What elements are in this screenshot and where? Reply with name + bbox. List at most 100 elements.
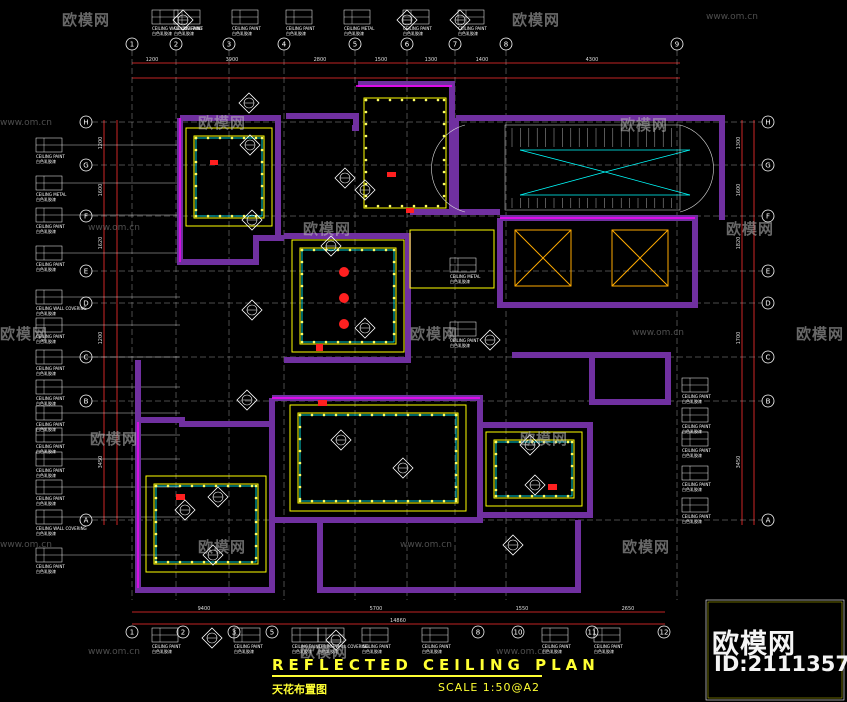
- ceiling-tag-note: 白色乳胶漆: [344, 30, 364, 36]
- grid-bubble-right: C: [761, 350, 775, 364]
- dimension-top: 1400: [476, 57, 489, 63]
- grid-bubble-top: 8: [499, 37, 513, 51]
- grid-label: G: [83, 162, 88, 170]
- section-marker-icon: [174, 499, 196, 521]
- grid-label: 2: [181, 629, 185, 637]
- section-marker-icon: [201, 627, 223, 649]
- ceiling-tag-label: CEILING PAINT: [682, 514, 711, 519]
- ceiling-tag-note: 白色乳胶漆: [232, 30, 252, 36]
- ceiling-tag-note: 白色乳胶漆: [174, 30, 194, 36]
- ceiling-tag-note: 白色乳胶漆: [234, 648, 254, 654]
- grid-bubble-left: G: [79, 158, 93, 172]
- grid-bubble-bottom: 1: [125, 625, 139, 639]
- grid-bubble-left: B: [79, 394, 93, 408]
- light-fixtures: [154, 98, 574, 564]
- section-marker-icon: [236, 389, 258, 411]
- grid-label: A: [766, 517, 771, 525]
- ceiling-tag-label: CEILING PAINT: [36, 334, 65, 339]
- ceiling-tag-label: CEILING WALL COVERING: [318, 644, 369, 649]
- grid-label: 6: [405, 41, 410, 49]
- grid-label: 3: [227, 41, 231, 49]
- watermark-url: www.om.cn: [400, 540, 452, 550]
- ceiling-tag-note: 白色乳胶漆: [36, 426, 56, 432]
- dimension-top: 1300: [425, 57, 438, 63]
- ceiling-tag-note: 白色乳胶漆: [36, 196, 56, 202]
- ceiling-tag-label: CEILING PAINT: [422, 644, 451, 649]
- ceiling-tag-label: CEILING PAINT: [458, 26, 487, 31]
- watermark-brand: 欧模网: [300, 643, 349, 661]
- ceiling-tag-note: 白色乳胶漆: [682, 428, 702, 434]
- section-marker-icon: [241, 209, 263, 231]
- grid-label: C: [766, 354, 771, 362]
- grid-bubble-bottom: 12: [657, 625, 671, 639]
- watermark-brand: 欧模网: [90, 430, 139, 448]
- section-marker-icon: [519, 434, 541, 456]
- dimension-top: 1200: [146, 57, 159, 63]
- ceiling-tag-label: CEILING WALL COVERING: [36, 306, 87, 311]
- ceiling-tag-note: 白色乳胶漆: [36, 568, 56, 574]
- ceiling-tag-note: 白色乳胶漆: [682, 518, 702, 524]
- grid-label: 5: [270, 629, 274, 637]
- section-marker-icon: [320, 235, 342, 257]
- grid-bubble-top: 2: [169, 37, 183, 51]
- plan-title: REFLECTED CEILING PLAN: [272, 656, 600, 674]
- section-marker-icon: [172, 9, 194, 31]
- watermark-url: www.om.cn: [706, 12, 758, 22]
- dimension-left: 1600: [98, 184, 104, 197]
- watermark-brand: 欧模网: [303, 220, 352, 238]
- dimension-right: 1300: [736, 137, 742, 150]
- wall-accents: [137, 85, 695, 588]
- ceiling-tag-note: 白色乳胶漆: [36, 158, 56, 164]
- elevators: [514, 229, 669, 287]
- ceiling-tag-note: 白色乳胶漆: [152, 30, 172, 36]
- grid-label: 9: [675, 41, 679, 49]
- dimension-top: 4300: [586, 57, 599, 63]
- section-marker-icon: [396, 9, 418, 31]
- ceiling-tag-label: CEILING PAINT: [36, 262, 65, 267]
- grid-label: E: [766, 268, 770, 276]
- dimension-right: 1700: [736, 332, 742, 345]
- ceiling-tag-note: 白色乳胶漆: [682, 452, 702, 458]
- ceiling-tag-label: CEILING PAINT: [36, 422, 65, 427]
- ceiling-tag-note: 白色乳胶漆: [36, 448, 56, 454]
- grid-label: D: [765, 300, 770, 308]
- watermark-brand: 欧模网: [410, 325, 459, 343]
- section-marker-icon: [334, 167, 356, 189]
- ceiling-tag-label: CEILING PAINT: [450, 338, 479, 343]
- ceiling-tag-label: CEILING PAINT: [594, 644, 623, 649]
- title-block: [705, 599, 845, 701]
- grid-label: 8: [504, 41, 508, 49]
- ceiling-tag-note: 白色乳胶漆: [682, 486, 702, 492]
- stair-arcs: [431, 124, 714, 213]
- ceiling-tag-note: 白色乳胶漆: [36, 400, 56, 406]
- ceiling-tag-label: CEILING PAINT: [36, 444, 65, 449]
- grid-label: A: [84, 517, 89, 525]
- grid-label: 11: [588, 629, 597, 637]
- dimension-right: 3450: [736, 456, 742, 469]
- grid-bubble-top: 5: [348, 37, 362, 51]
- dimension-bottom: 9400: [198, 606, 211, 612]
- watermark-url: www.om.cn: [632, 328, 684, 338]
- grid-bubble-bottom: 2: [176, 625, 190, 639]
- watermark-brand: 欧模网: [198, 114, 247, 132]
- grid-bubble-left: D: [79, 296, 93, 310]
- section-marker-icon: [207, 486, 229, 508]
- section-marker-icon: [502, 534, 524, 556]
